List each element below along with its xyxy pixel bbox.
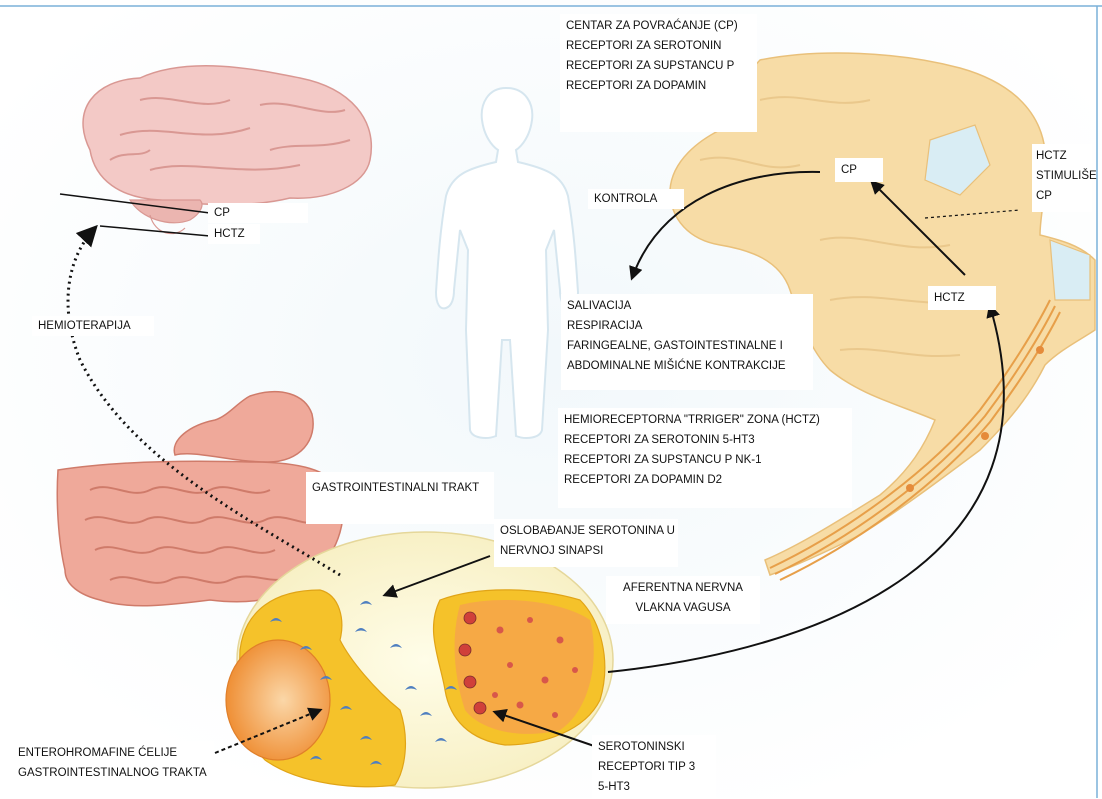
receptors-line-1: SEROTONINSKI [598,737,710,757]
effects-line-4: ABDOMINALNE MIŠIĆNE KONTRAKCIJE [567,356,807,376]
serotonin-release-box: OSLOBAĐANJE SEROTONINA U NERVNOJ SINAPSI [494,519,678,567]
trigger-zone-line-2: RECEPTORI ZA SEROTONIN 5-HT3 [564,430,846,450]
receptors-line-2: RECEPTORI TIP 3 [598,757,710,777]
stimulates-line-2: STIMULIŠE [1036,166,1088,186]
enterochromaffin-box: ENTEROHROMAFINE ĆELIJE GASTROINTESTINALN… [12,741,214,789]
vomiting-center-line-3: RECEPTORI ZA SUPSTANCU P [566,56,751,76]
reflex-effects-box: SALIVACIJA RESPIRACIJA FARINGEALNE, GAST… [561,294,813,390]
serotonin-receptors-box: SEROTONINSKI RECEPTORI TIP 3 5-HT3 [592,735,716,799]
kontrola-label: KONTROLA [588,189,684,209]
trigger-zone-line-4: RECEPTORI ZA DOPAMIN D2 [564,470,846,490]
trigger-zone-box: HEMIORECEPTORNA "TRRIGER" ZONA (HCTZ) RE… [558,408,852,508]
effects-line-3: FARINGEALNE, GASTOINTESTINALNE I [567,336,807,356]
enterochromaffin-line-2: GASTROINTESTINALNOG TRAKTA [18,763,208,783]
vagal-afferent-line-2: VLAKNA VAGUSA [612,598,754,618]
receptors-line-3: 5-HT3 [598,777,710,797]
serotonin-release-line-1: OSLOBAĐANJE SEROTONINA U [500,521,672,541]
effects-line-1: SALIVACIJA [567,296,807,316]
brain-cp-label: CP [208,203,308,223]
chemotherapy-label: HEMIOTERAPIJA [32,316,154,336]
enterochromaffin-line-1: ENTEROHROMAFINE ĆELIJE [18,743,208,763]
stimulates-line-1: HCTZ [1036,146,1088,166]
brainstem-hctz-label: HCTZ [928,286,996,310]
vomiting-center-line-4: RECEPTORI ZA DOPAMIN [566,76,751,96]
stimulates-line-3: CP [1036,186,1088,206]
vomiting-center-line-1: CENTAR ZA POVRAĆANJE (CP) [566,16,751,36]
gi-tract-label: GASTROINTESTINALNI TRAKT [306,472,494,524]
brain-hctz-label: HCTZ [208,224,260,244]
trigger-zone-line-3: RECEPTORI ZA SUPSTANCU P NK-1 [564,450,846,470]
brainstem-cp-label: CP [835,158,883,182]
vomiting-center-box: CENTAR ZA POVRAĆANJE (CP) RECEPTORI ZA S… [560,14,757,132]
vagal-afferent-line-1: AFERENTNA NERVNA [612,578,754,598]
vagal-afferent-box: AFERENTNA NERVNA VLAKNA VAGUSA [606,576,760,624]
vomiting-center-line-2: RECEPTORI ZA SEROTONIN [566,36,751,56]
effects-line-2: RESPIRACIJA [567,316,807,336]
serotonin-release-line-2: NERVNOJ SINAPSI [500,541,672,561]
hctz-stimulates-cp-box: HCTZ STIMULIŠE CP [1032,144,1092,212]
trigger-zone-line-1: HEMIORECEPTORNA "TRRIGER" ZONA (HCTZ) [564,410,846,430]
